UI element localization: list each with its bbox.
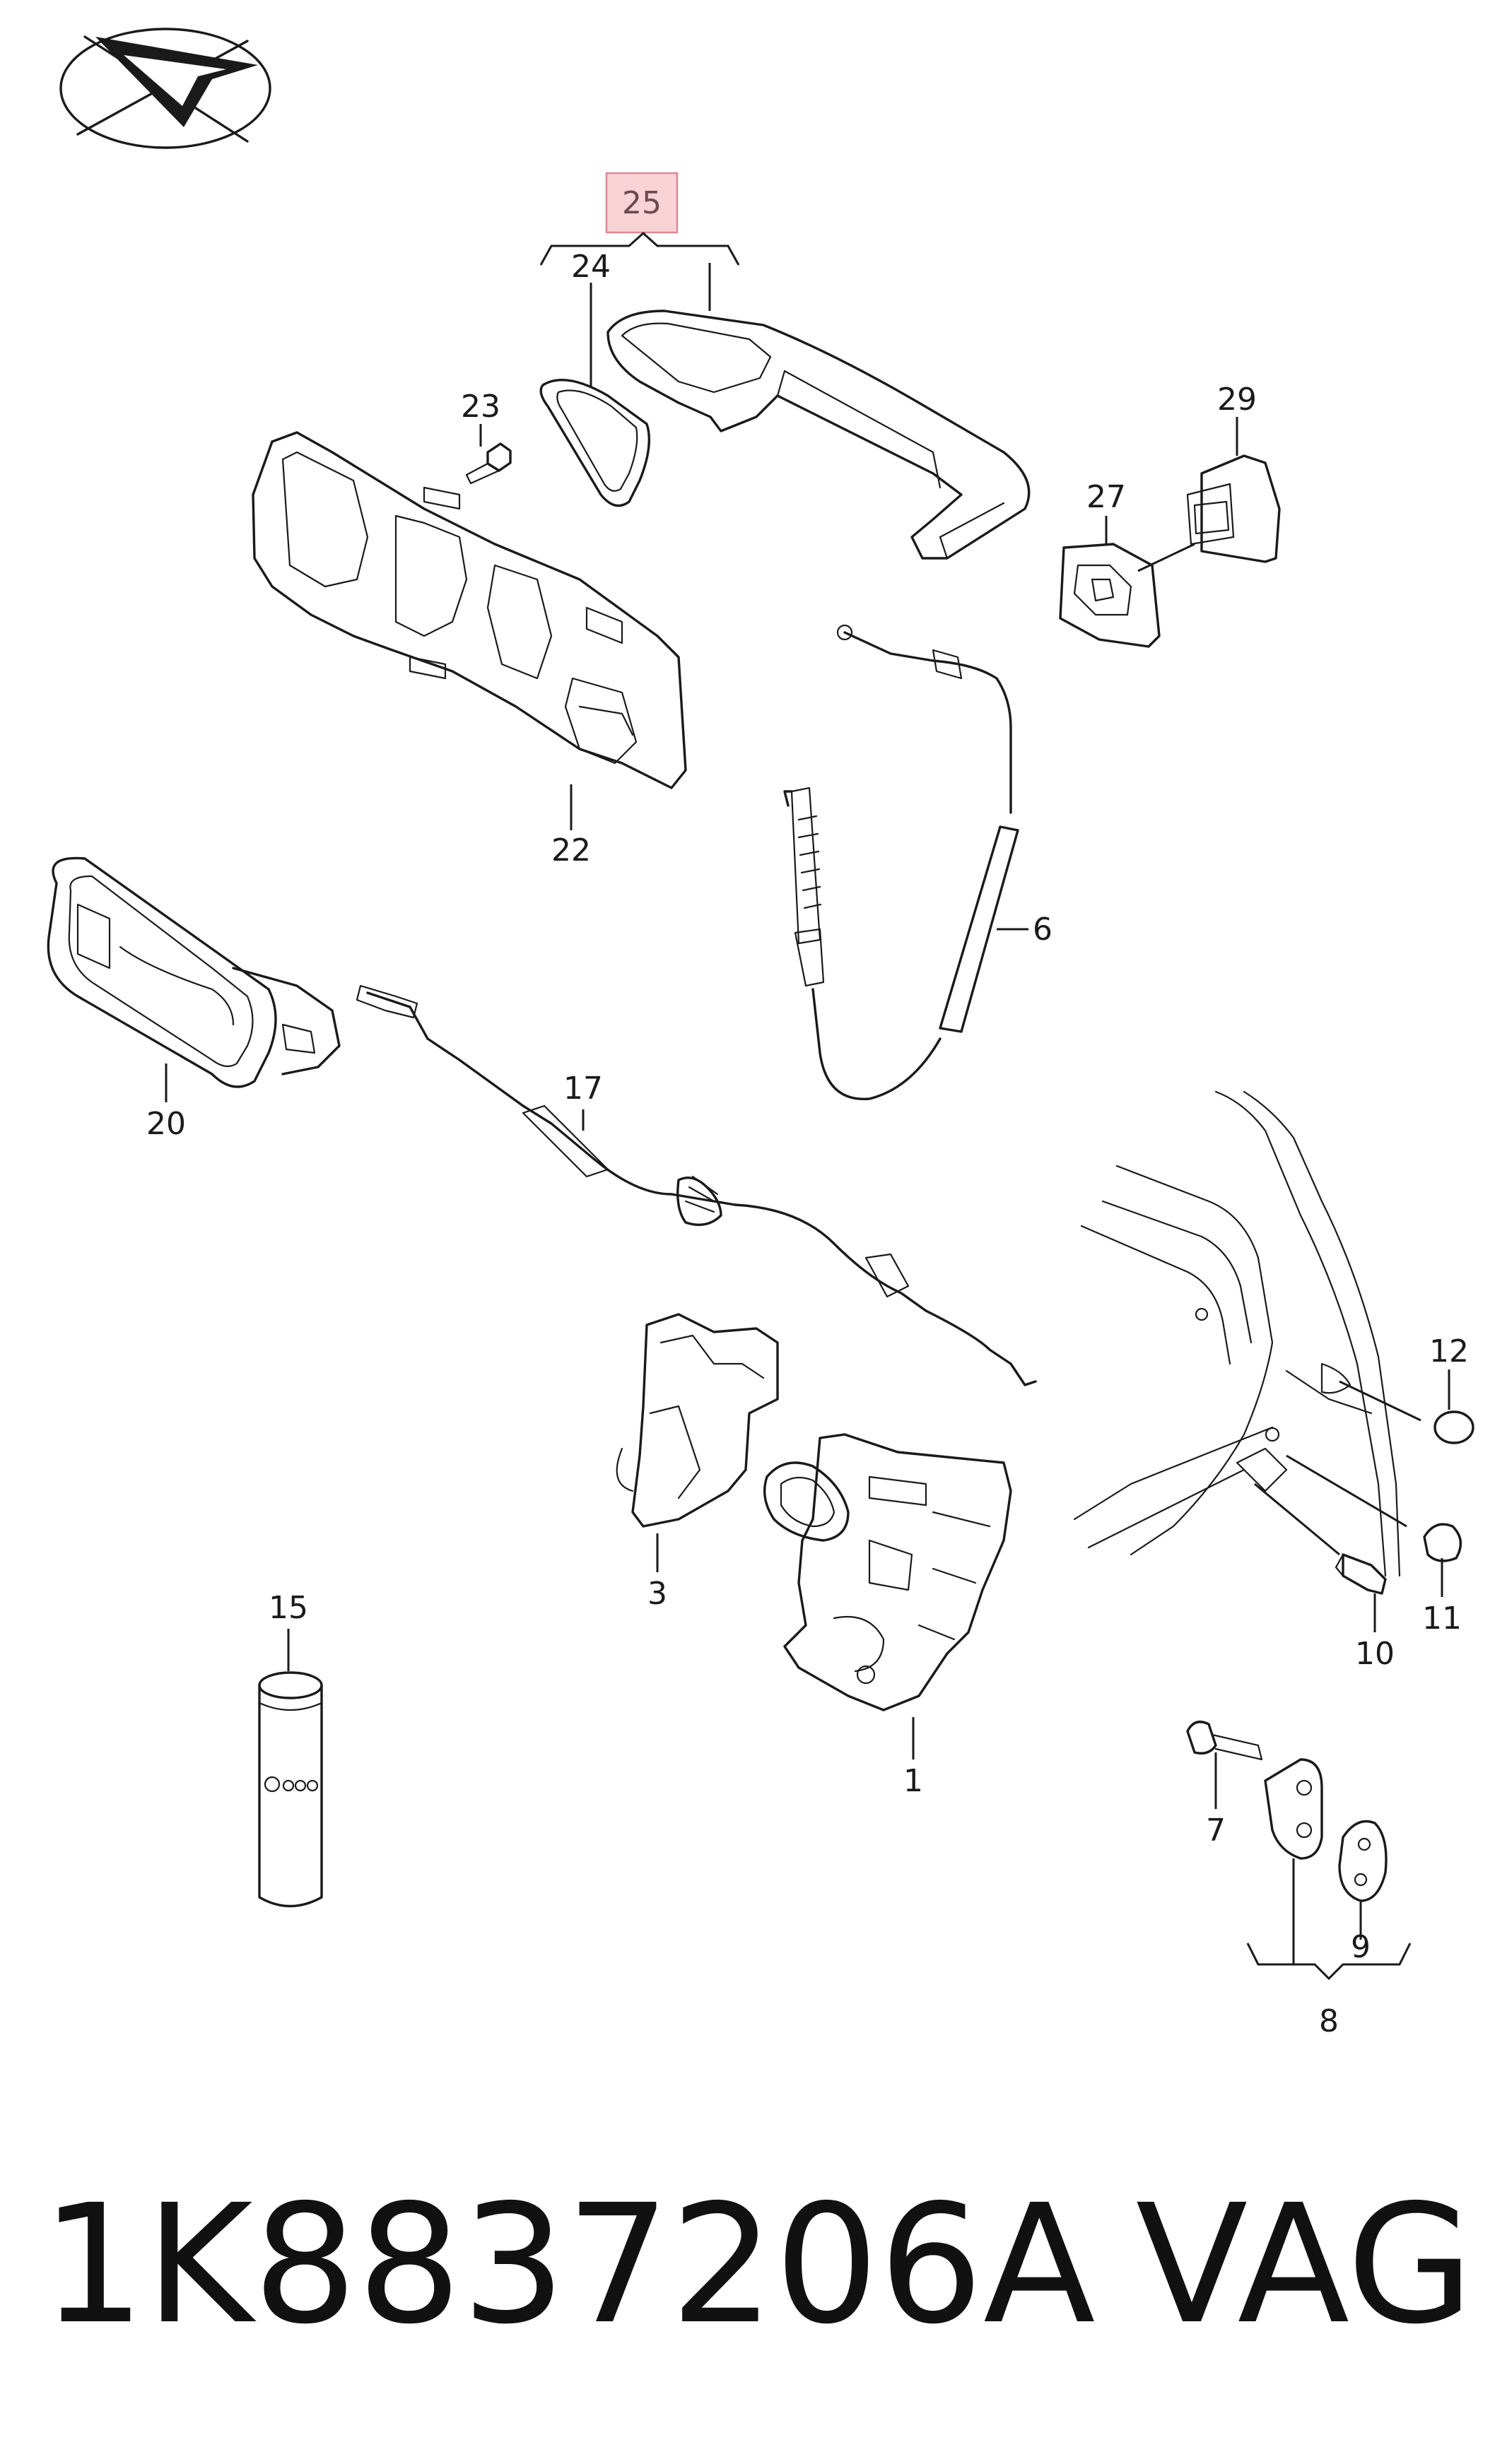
callout-20: 20 bbox=[146, 1106, 186, 1142]
bolt-7 bbox=[1186, 1721, 1263, 1809]
plug-12 bbox=[1433, 1369, 1474, 1444]
callout-7: 7 bbox=[1206, 1812, 1226, 1849]
door-handle-25 bbox=[606, 263, 1031, 560]
screw-23 bbox=[465, 424, 512, 485]
callout-29: 29 bbox=[1217, 382, 1257, 418]
spray-can-15 bbox=[258, 1629, 323, 1908]
cable-6 bbox=[783, 624, 1028, 1100]
inner-handle-20 bbox=[47, 856, 341, 1102]
callout-15: 15 bbox=[269, 1590, 308, 1626]
gasket-24 bbox=[539, 283, 650, 507]
plug-11 bbox=[1423, 1523, 1462, 1597]
callout-22: 22 bbox=[551, 832, 591, 868]
callout-8: 8 bbox=[1319, 2003, 1339, 2039]
bracket-3 bbox=[616, 1313, 779, 1572]
callout-17: 17 bbox=[563, 1071, 603, 1107]
callout-10: 10 bbox=[1355, 1636, 1395, 1672]
callout-27: 27 bbox=[1086, 479, 1126, 515]
highlight-box-25 bbox=[605, 172, 679, 234]
brand-label: VAG bbox=[1136, 2169, 1474, 2360]
plate-9 bbox=[1338, 1820, 1388, 1940]
door-frame bbox=[1073, 1090, 1421, 1577]
callout-6: 6 bbox=[1033, 912, 1052, 948]
callout-24: 24 bbox=[571, 249, 611, 285]
part-number: 1K8837206A bbox=[41, 2169, 1096, 2360]
screw-10 bbox=[1335, 1553, 1387, 1632]
door-lock-1 bbox=[763, 1433, 1012, 1759]
callout-11: 11 bbox=[1422, 1601, 1462, 1637]
striker-8 bbox=[1246, 1758, 1412, 1981]
lock-cap-29 bbox=[1186, 417, 1281, 563]
callout-25: 25 bbox=[622, 185, 662, 221]
callout-1: 1 bbox=[903, 1763, 923, 1799]
callout-23: 23 bbox=[461, 389, 500, 425]
cable-17 bbox=[356, 984, 1037, 1386]
direction-arrow-logo bbox=[59, 28, 271, 149]
handle-carrier-22 bbox=[252, 431, 687, 830]
callout-12: 12 bbox=[1429, 1333, 1469, 1369]
callout-9: 9 bbox=[1351, 1929, 1371, 1965]
callout-3: 3 bbox=[647, 1576, 667, 1612]
lock-cap-27 bbox=[1059, 516, 1195, 648]
